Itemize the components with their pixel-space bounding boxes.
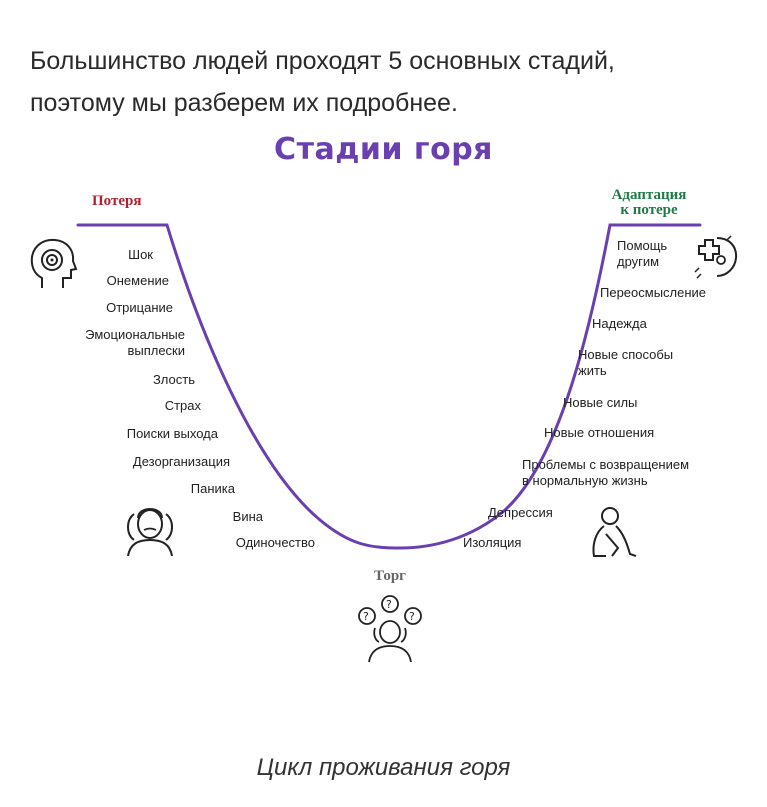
grief-curve-line — [76, 223, 702, 550]
bargaining-person-icon: ? ? ? — [358, 595, 422, 663]
left-item-panic: Паника — [190, 481, 235, 496]
left-item-shock: Шок — [128, 247, 153, 262]
left-item-loneliness: Одиночество — [235, 535, 315, 550]
left-item-outbursts: выплески — [127, 343, 185, 358]
stage-loss: Потеря — [92, 193, 142, 209]
left-item-disorganization: Дезорганизация — [132, 454, 230, 469]
right-item-problems: Проблемы с возвращением — [522, 457, 690, 472]
right-item-depression: Депрессия — [488, 505, 553, 520]
svg-text:?: ? — [363, 610, 369, 623]
left-item-denial: Отрицание — [106, 300, 173, 315]
right-item-new-ways: Новые способы — [578, 347, 674, 362]
intro-text: Большинство людей проходят 5 основных ст… — [30, 40, 750, 124]
intro-line-2: поэтому мы разберем их подробнее. — [30, 89, 458, 117]
right-item-isolation: Изоляция — [463, 535, 522, 550]
sitting-person-icon — [592, 507, 637, 557]
right-item-new-strength: Новые силы — [563, 395, 638, 410]
stage-adaptation-line-2: к потере — [620, 202, 678, 218]
stage-adaptation-line-1: Адаптация — [611, 187, 687, 203]
panic-person-icon — [127, 508, 173, 557]
intro-line-1: Большинство людей проходят 5 основных ст… — [30, 47, 615, 75]
left-item-anger: Злость — [152, 372, 195, 387]
left-item-emotional: Эмоциональные — [85, 327, 185, 342]
svg-text:?: ? — [386, 598, 392, 611]
left-item-search: Поиски выхода — [126, 426, 218, 441]
right-item-normal-life: в нормальную жизнь — [522, 473, 648, 488]
right-item-hope: Надежда — [592, 316, 647, 331]
diagram-title: Стадии горя — [274, 132, 493, 167]
left-item-guilt: Вина — [232, 509, 263, 524]
left-item-numbness: Онемение — [106, 273, 169, 288]
head-mind-icon — [30, 238, 78, 288]
right-item-live: жить — [578, 363, 607, 378]
left-item-fear: Страх — [164, 398, 201, 413]
svg-text:?: ? — [409, 610, 415, 623]
stage-bargain: Торг — [374, 568, 406, 584]
stage-adaptation: Адаптация к потере — [594, 188, 704, 218]
helping-others-icon — [694, 235, 738, 279]
figure-caption: Цикл проживания горя — [256, 754, 511, 781]
right-item-rethinking: Переосмысление — [600, 285, 707, 300]
right-item-new-relations: Новые отношения — [544, 425, 655, 440]
right-item-others: другим — [617, 254, 660, 269]
right-item-help: Помощь — [617, 238, 668, 253]
